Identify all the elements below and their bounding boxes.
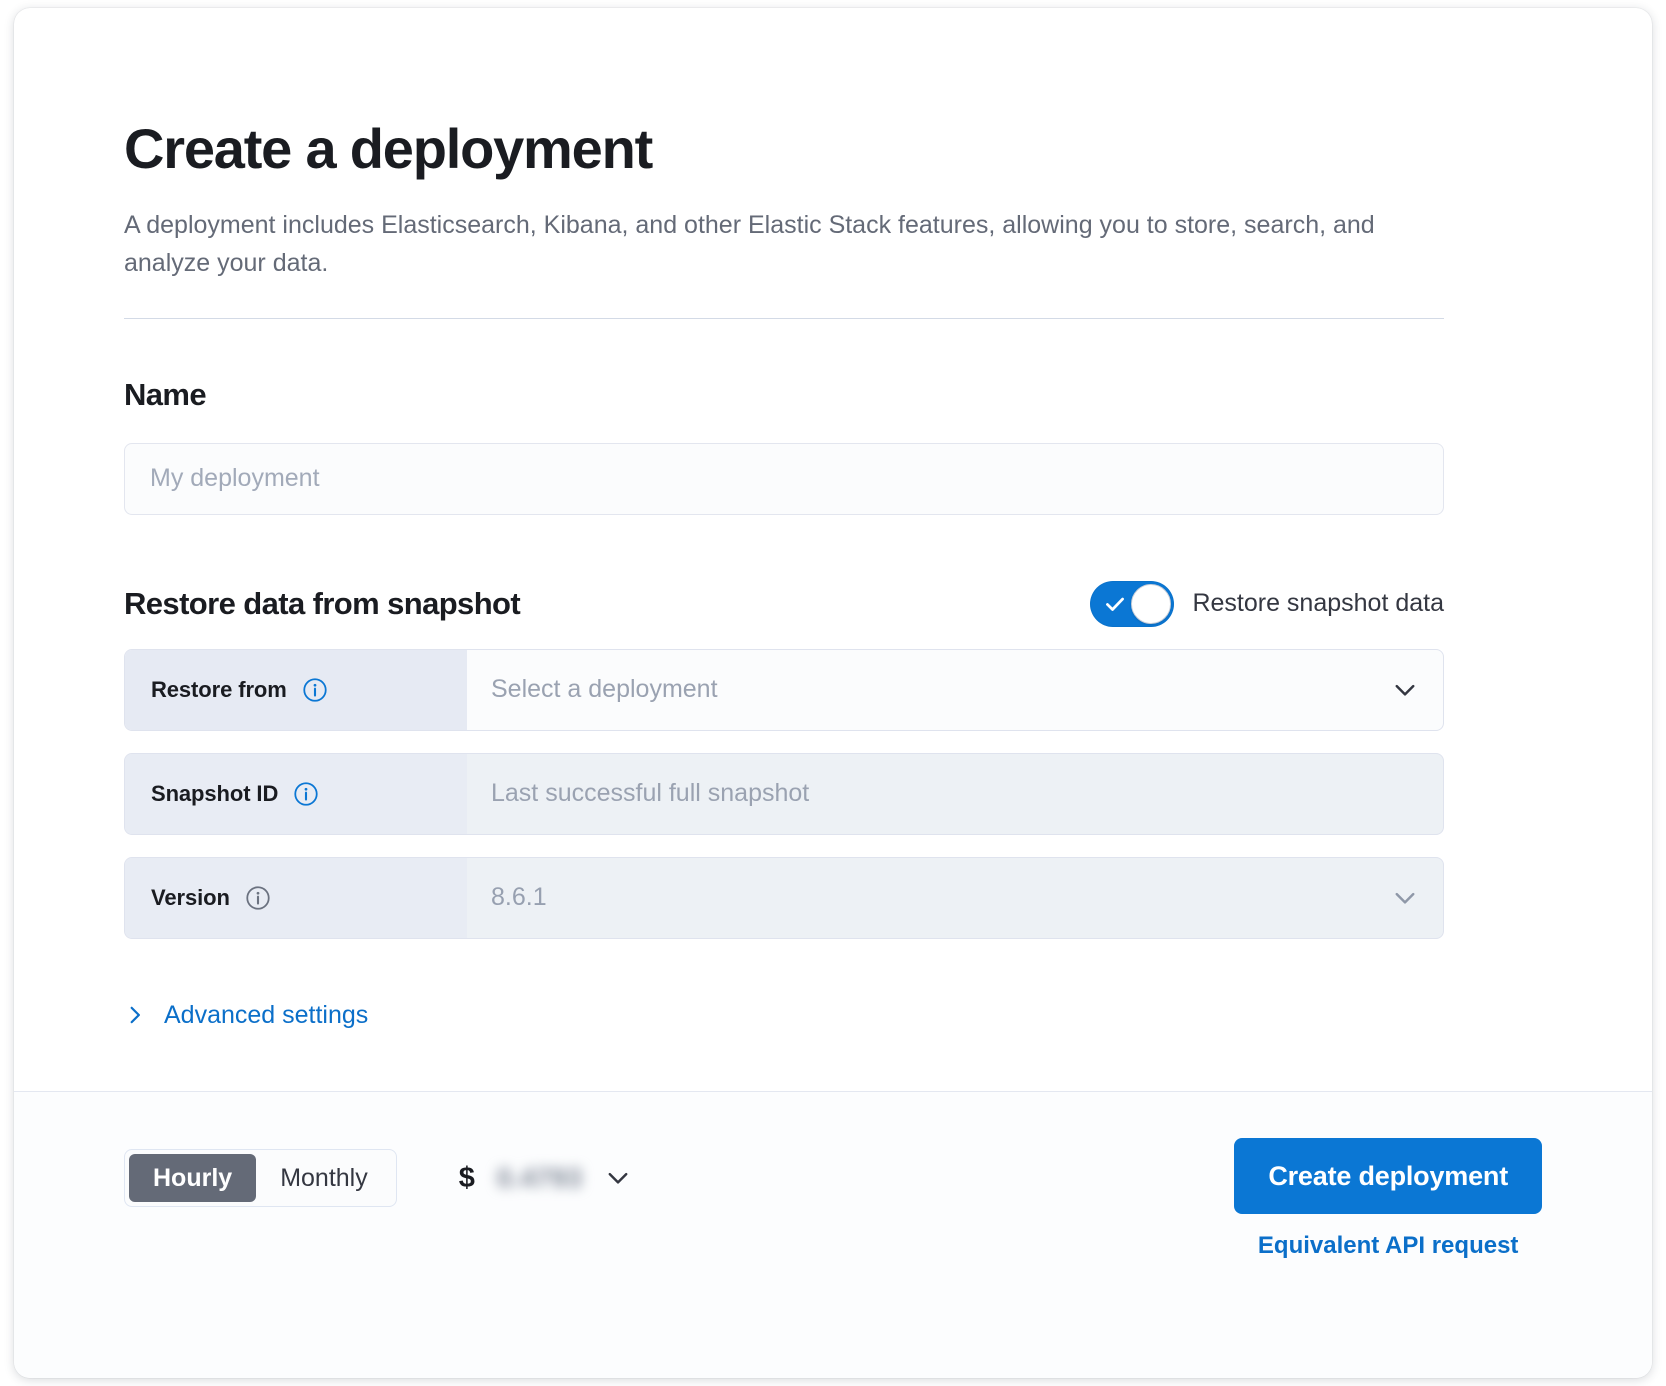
chevron-down-icon[interactable]	[1391, 884, 1419, 912]
billing-option-hourly[interactable]: Hourly	[129, 1154, 257, 1202]
price-amount: 0.4793	[496, 1162, 583, 1193]
restore-from-label-group: Restore from	[125, 649, 467, 730]
name-section-title: Name	[124, 376, 207, 412]
restore-from-row[interactable]: Restore from Select a deployment	[124, 648, 1444, 731]
restore-snapshot-toggle-label: Restore snapshot data	[1192, 589, 1444, 618]
snapshot-id-label-group: Snapshot ID	[125, 753, 467, 834]
header-divider	[124, 317, 1444, 319]
advanced-settings-link[interactable]: Advanced settings	[124, 1001, 368, 1030]
info-circle-icon[interactable]	[302, 677, 328, 703]
restore-from-label: Restore from	[151, 676, 287, 702]
toggle-knob	[1131, 583, 1172, 624]
deployment-name-placeholder: My deployment	[150, 464, 320, 493]
equivalent-api-request-link[interactable]: Equivalent API request	[1257, 1232, 1519, 1259]
advanced-settings-label: Advanced settings	[164, 1000, 369, 1029]
restore-section-title: Restore data from snapshot	[124, 585, 521, 621]
restore-section-header: Restore data from snapshot Restore snaps…	[124, 580, 1444, 627]
chevron-down-icon[interactable]	[604, 1164, 632, 1192]
restore-from-value: Select a deployment	[491, 675, 718, 704]
page-title: Create a deployment	[124, 117, 653, 180]
page-description: A deployment includes Elasticsearch, Kib…	[124, 210, 1375, 277]
billing-period-toggle[interactable]: Hourly Monthly	[124, 1149, 397, 1207]
deployment-name-input[interactable]: My deployment	[124, 442, 1444, 515]
snapshot-id-row[interactable]: Snapshot ID Last successful full snapsho…	[124, 752, 1444, 835]
billing-option-monthly[interactable]: Monthly	[280, 1163, 368, 1192]
version-label-group: Version	[125, 857, 467, 938]
snapshot-id-input[interactable]: Last successful full snapshot	[467, 754, 1443, 834]
footer-left-group: Hourly Monthly $ 0.4793	[124, 1149, 632, 1207]
create-deployment-button[interactable]: Create deployment	[1234, 1138, 1542, 1214]
version-label: Version	[151, 884, 230, 910]
form-body: Create a deployment A deployment include…	[14, 8, 1652, 1091]
info-circle-icon[interactable]	[245, 885, 271, 911]
info-circle-icon[interactable]	[293, 781, 319, 807]
version-value: 8.6.1	[491, 883, 547, 912]
snapshot-id-label: Snapshot ID	[151, 780, 279, 806]
footer-right-group: Create deployment Equivalent API request	[1234, 1138, 1542, 1260]
snapshot-id-value: Last successful full snapshot	[491, 779, 810, 808]
chevron-right-icon	[130, 1006, 140, 1024]
create-deployment-card: Create a deployment A deployment include…	[14, 8, 1652, 1378]
chevron-down-icon[interactable]	[1391, 676, 1419, 704]
restore-snapshot-toggle[interactable]	[1090, 580, 1175, 627]
check-icon	[1106, 597, 1125, 611]
version-select[interactable]: 8.6.1	[467, 858, 1443, 938]
footer-bar: Hourly Monthly $ 0.4793 Create deploymen…	[14, 1091, 1652, 1378]
version-row[interactable]: Version 8.6.1	[124, 856, 1444, 939]
price-display[interactable]: $ 0.4793	[459, 1162, 633, 1195]
restore-snapshot-toggle-group[interactable]: Restore snapshot data	[1090, 580, 1444, 627]
price-currency: $	[458, 1161, 475, 1194]
restore-from-select[interactable]: Select a deployment	[467, 650, 1443, 730]
